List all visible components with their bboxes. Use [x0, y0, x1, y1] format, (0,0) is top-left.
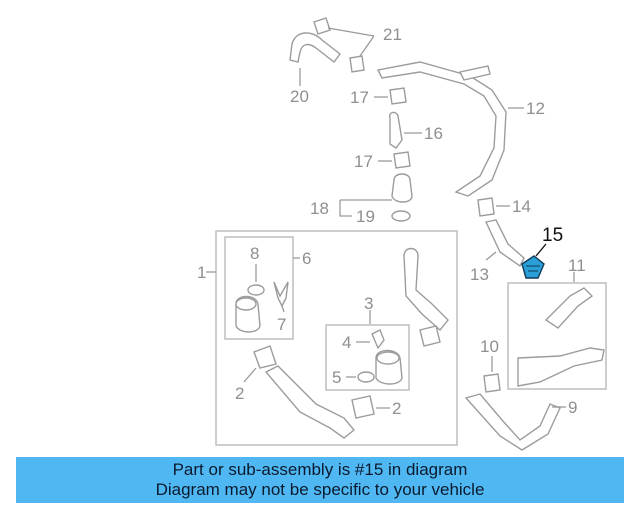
callout-10: 10	[480, 337, 499, 356]
callout-20: 20	[290, 87, 309, 106]
callout-19: 19	[356, 207, 375, 226]
part-17-clamp-upper	[374, 87, 407, 105]
assembly-box-1	[215, 230, 458, 446]
part-10-clamp	[483, 356, 501, 393]
part-17-clamp-lower	[378, 151, 411, 169]
callout-9: 9	[568, 398, 577, 417]
callout-17-upper: 17	[350, 88, 369, 107]
callout-12: 12	[526, 99, 545, 118]
diagram-caption-banner: Part or sub-assembly is #15 in diagram D…	[16, 457, 624, 503]
part-11-pipe	[517, 272, 605, 387]
callout-labels: 21 20 12 17 16 17 18 19 14 15 13 11 1 8 …	[197, 25, 586, 418]
part-2-clamp-upper	[243, 345, 277, 383]
callout-14: 14	[512, 197, 531, 216]
part-5-seal	[346, 371, 375, 383]
part-19-seal	[391, 210, 411, 222]
part-1-hose	[264, 365, 355, 439]
callout-11: 11	[568, 256, 586, 275]
callout-3: 3	[364, 294, 373, 313]
assembly-box-11	[507, 282, 607, 390]
part-9-hose	[464, 393, 566, 451]
caption-line-part: Part or sub-assembly is #15 in diagram	[172, 460, 468, 479]
part-7-pin	[273, 281, 289, 313]
part-16-hose	[388, 111, 422, 149]
part-1-pipe	[206, 247, 449, 347]
part-4-pin	[356, 329, 385, 350]
callout-1: 1	[197, 263, 206, 282]
callout-17-lower: 17	[354, 152, 373, 171]
callout-4: 4	[342, 333, 351, 352]
callout-16: 16	[424, 124, 443, 143]
caption-line-disclaimer: Diagram may not be specific to your vehi…	[155, 480, 485, 499]
part-20-hose	[289, 32, 341, 86]
part-3-housing	[369, 310, 403, 385]
callout-15: 15	[542, 225, 563, 246]
part-6-housing	[235, 257, 300, 333]
callout-21: 21	[383, 25, 402, 44]
callout-8: 8	[250, 244, 259, 263]
part-14-clamp	[477, 197, 510, 217]
callout-13: 13	[470, 265, 489, 284]
part-12-pipe	[376, 61, 524, 197]
part-13-hose	[484, 219, 525, 268]
callout-2-lower: 2	[392, 399, 401, 418]
callout-6: 6	[302, 249, 311, 268]
part-18-valve	[339, 173, 413, 217]
part-8-seal	[247, 264, 265, 296]
part-15-highlighted	[521, 243, 547, 279]
part-2-clamp-lower	[351, 395, 390, 419]
callout-2-upper: 2	[235, 384, 244, 403]
part-21-clamps	[313, 17, 375, 73]
assembly-box-3	[325, 324, 410, 391]
assembly-box-6	[224, 236, 294, 340]
callout-7: 7	[277, 315, 286, 334]
callout-5: 5	[332, 368, 341, 387]
callout-18: 18	[310, 199, 329, 218]
